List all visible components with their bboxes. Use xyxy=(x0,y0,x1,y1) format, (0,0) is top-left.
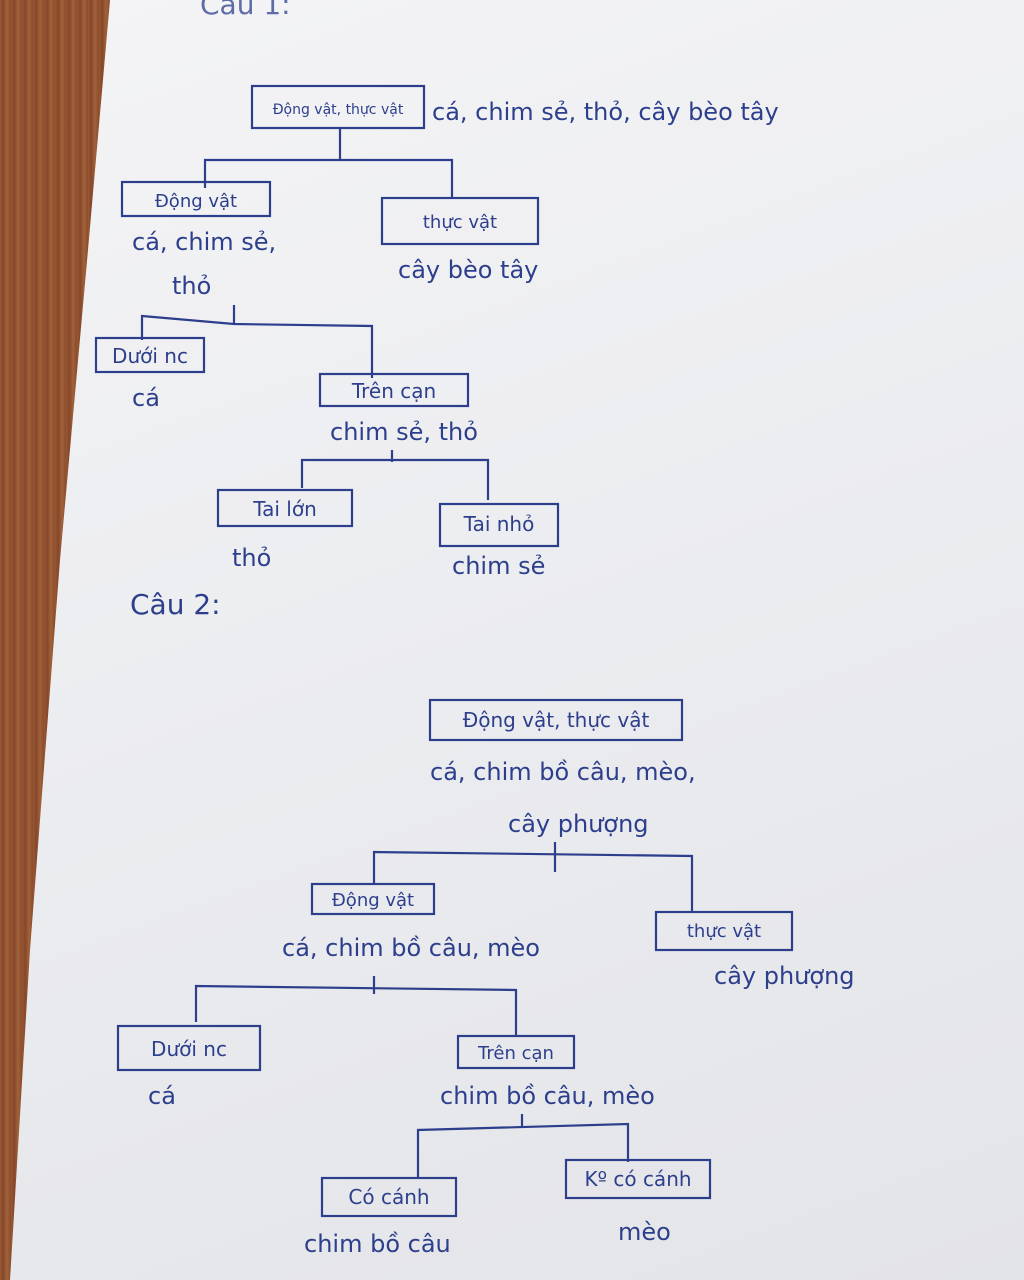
q1-big-ear-items: thỏ xyxy=(232,544,271,572)
q1-plant-items: cây bèo tây xyxy=(398,256,538,284)
q2-wings-label: Có cánh xyxy=(348,1185,429,1209)
q2-no-wings-label: Kº có cánh xyxy=(584,1167,691,1191)
q2-plant-label: thực vật xyxy=(687,921,761,942)
q2-connector xyxy=(194,984,518,1036)
q1-water-box xyxy=(94,336,206,374)
q1-connector xyxy=(203,158,454,198)
q2-root-label: Động vật, thực vật xyxy=(463,708,650,732)
q2-water-label: Dưới nc xyxy=(151,1037,227,1061)
q1-small-ear-items: chim sẻ xyxy=(452,552,545,580)
q2-tree: Động vật, thực vật cá, chim bồ câu, mèo,… xyxy=(116,698,855,1258)
q1-big-ear-label: Tai lớn xyxy=(252,497,317,521)
q1-small-ear-label: Tai nhỏ xyxy=(463,512,535,536)
q1-animal-box xyxy=(120,180,272,218)
q2-connector xyxy=(372,850,694,912)
q2-animal-items: cá, chim bồ câu, mèo xyxy=(282,934,540,962)
q1-tree: Động vật, thực vật cá, chim sẻ, thỏ, cây… xyxy=(94,84,779,580)
q1-animal-items: cá, chim sẻ, xyxy=(132,228,276,256)
q1-animal-label: Động vật xyxy=(155,191,237,212)
q2-root-items-continued: cây phượng xyxy=(508,810,649,838)
q2-animal-label: Động vật xyxy=(332,890,414,911)
q2-wings-box xyxy=(320,1176,458,1218)
q2-connector xyxy=(416,1122,630,1178)
q1-root-label: Động vật, thực vật xyxy=(273,102,404,118)
q2-water-box xyxy=(116,1024,262,1072)
q1-water-label: Dưới nc xyxy=(112,344,188,368)
q1-plant-box xyxy=(380,196,540,246)
heading-question-2: Câu 2: xyxy=(130,588,221,621)
q1-big-ear-box xyxy=(216,488,354,528)
q1-connector xyxy=(140,314,374,378)
q2-wings-items: chim bồ câu xyxy=(304,1230,451,1258)
q2-plant-box xyxy=(654,910,794,952)
q2-land-label: Trên cạn xyxy=(477,1043,554,1064)
q1-small-ear-box xyxy=(438,502,560,548)
q2-root-items: cá, chim bồ câu, mèo, xyxy=(430,758,696,786)
heading-question-1: Câu 1: xyxy=(200,0,291,21)
q2-water-items: cá xyxy=(148,1082,176,1110)
q2-no-wings-box xyxy=(564,1158,712,1200)
q1-root-box xyxy=(250,84,426,130)
q1-water-items: cá xyxy=(132,384,160,412)
q1-animal-items-continued: thỏ xyxy=(172,272,211,300)
q1-land-items: chim sẻ, thỏ xyxy=(330,418,478,446)
q2-root-box xyxy=(428,698,684,742)
q1-land-box xyxy=(318,372,470,408)
q1-connector xyxy=(300,458,490,500)
q1-plant-label: thực vật xyxy=(423,212,497,233)
q1-root-items: cá, chim sẻ, thỏ, cây bèo tây xyxy=(432,98,779,126)
q2-no-wings-items: mèo xyxy=(618,1218,671,1246)
q2-land-items: chim bồ câu, mèo xyxy=(440,1082,655,1110)
q2-animal-box xyxy=(310,882,436,916)
q2-land-box xyxy=(456,1034,576,1070)
q1-land-label: Trên cạn xyxy=(351,379,436,403)
q2-plant-items: cây phượng xyxy=(714,962,855,990)
